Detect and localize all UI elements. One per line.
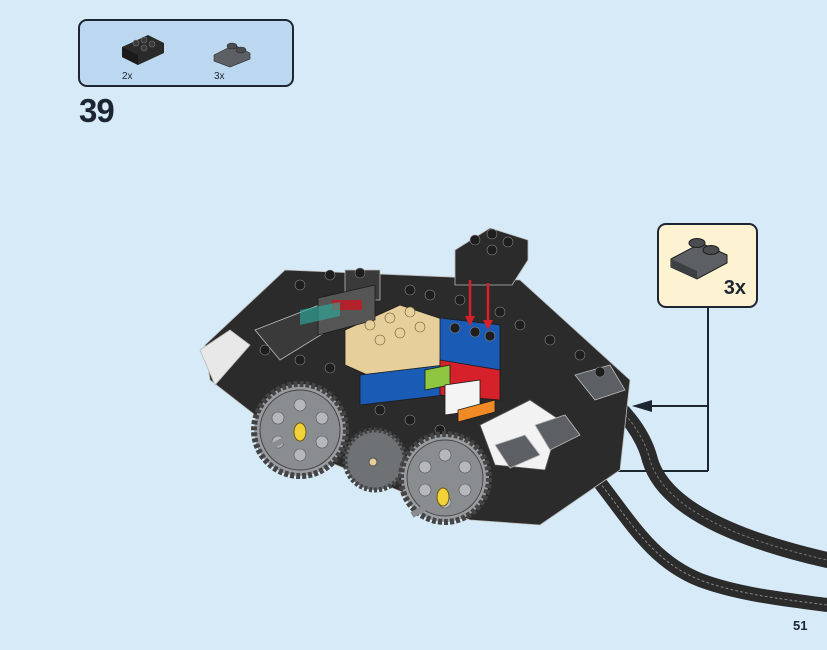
callout-qty: 3x: [723, 277, 746, 299]
page-number: 51: [793, 618, 808, 633]
gear-holes: [271, 398, 472, 509]
black-slope-brick-icon: [118, 31, 166, 72]
new-part-black-slope: [454, 227, 529, 286]
gears: [251, 381, 492, 525]
step-number: 39: [79, 92, 115, 129]
parts-list-box: 2x 3x: [78, 19, 294, 87]
gray-curved-slope-icon: [210, 37, 254, 74]
tan-studs: [364, 306, 426, 346]
axles: [266, 422, 450, 518]
part-qty-2: 3x: [214, 71, 225, 82]
callout-box: 3x: [657, 223, 758, 308]
red-arrow-head-icon: [483, 320, 493, 330]
red-arrows: [468, 280, 490, 322]
callout-curved-slope-icon: [667, 231, 731, 286]
arrow-head-icon: [632, 400, 652, 412]
studs: [259, 267, 606, 436]
part-qty-1: 2x: [122, 71, 133, 82]
red-arrow-head-icon: [465, 316, 475, 326]
